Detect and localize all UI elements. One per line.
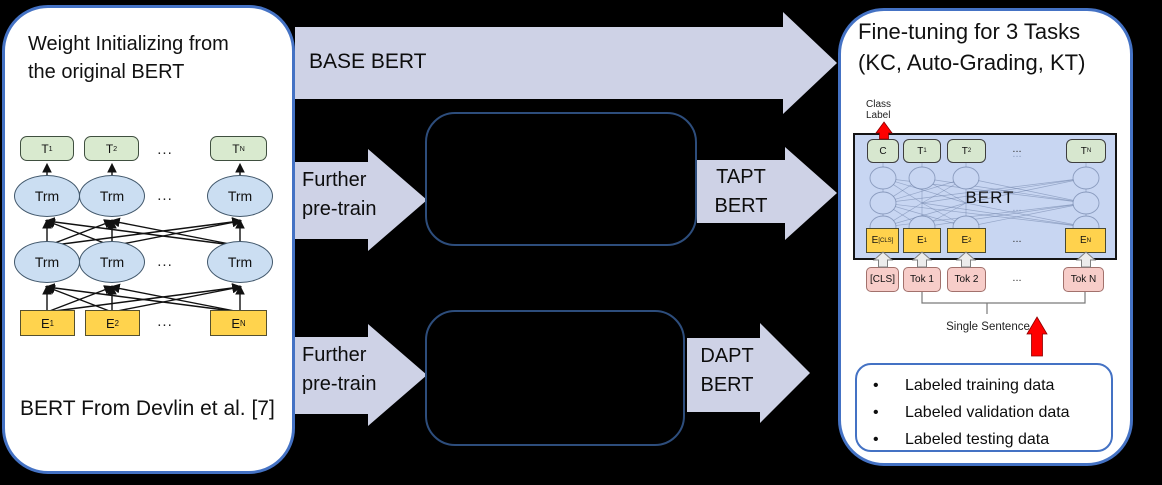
token-node: Tok N	[1063, 267, 1104, 292]
cls-output-node: C	[867, 139, 899, 163]
left-panel-content: Weight Initializing from the original BE…	[0, 0, 300, 485]
dapt-bert-arrow-label: DAPT BERT	[700, 345, 754, 396]
base-bert-arrow	[295, 12, 837, 114]
trm-node: Trm	[79, 241, 145, 283]
ellipsis: ...	[1012, 148, 1022, 160]
left-panel-caption: BERT From Devlin et al. [7]	[20, 397, 275, 420]
tapt-bert-arrow-label: TAPT BERT	[714, 166, 768, 217]
trm-node: Trm	[79, 175, 145, 217]
trm-node: Trm	[14, 241, 80, 283]
labeled-data-box: •Labeled training data •Labeled validati…	[855, 363, 1113, 452]
bert-internal-layers	[869, 163, 1100, 239]
trm-node: Trm	[207, 175, 273, 217]
tapt-pretrain-box	[425, 112, 697, 246]
ellipsis: ...	[157, 313, 173, 330]
list-item: •Labeled validation data	[857, 399, 1115, 427]
token-node: Tok 2	[947, 267, 986, 292]
dapt-pretrain-box	[425, 310, 685, 446]
further-pretrain-top-label: Further pre-train	[302, 169, 377, 220]
bullet-icon: •	[873, 404, 879, 421]
bert-network-lines	[42, 162, 245, 313]
trm-node: Trm	[207, 241, 273, 283]
ellipsis: ...	[1012, 202, 1022, 214]
ellipsis: ...	[157, 141, 173, 158]
ellipsis: ...	[157, 187, 173, 204]
ellipsis: ...	[1012, 272, 1022, 284]
single-sentence-red-arrow	[1026, 316, 1048, 357]
single-sentence-label: Single Sentence	[946, 321, 1030, 333]
bullet-icon: •	[873, 431, 879, 448]
bert-label: BERT	[965, 188, 1015, 207]
ellipsis: ...	[157, 253, 173, 270]
further-pretrain-bottom-label: Further pre-train	[302, 344, 377, 395]
ellipsis: ...	[1012, 233, 1022, 245]
cls-token-node: [CLS]	[866, 267, 899, 292]
class-label-red-arrow	[875, 121, 893, 140]
base-bert-arrow-label: BASE BERT	[309, 50, 427, 73]
left-panel-title: Weight Initializing from the original BE…	[28, 33, 229, 83]
trm-node: Trm	[14, 175, 80, 217]
list-item: •Labeled testing data	[857, 426, 1115, 454]
ellipsis: ...	[1012, 143, 1022, 155]
class-label-text: Class Label	[866, 99, 892, 121]
token-node: Tok 1	[903, 267, 941, 292]
bullet-icon: •	[873, 377, 879, 394]
finetuning-title: Fine-tuning for 3 Tasks (KC, Auto-Gradin…	[858, 19, 1086, 75]
list-item: •Labeled training data	[857, 372, 1115, 400]
